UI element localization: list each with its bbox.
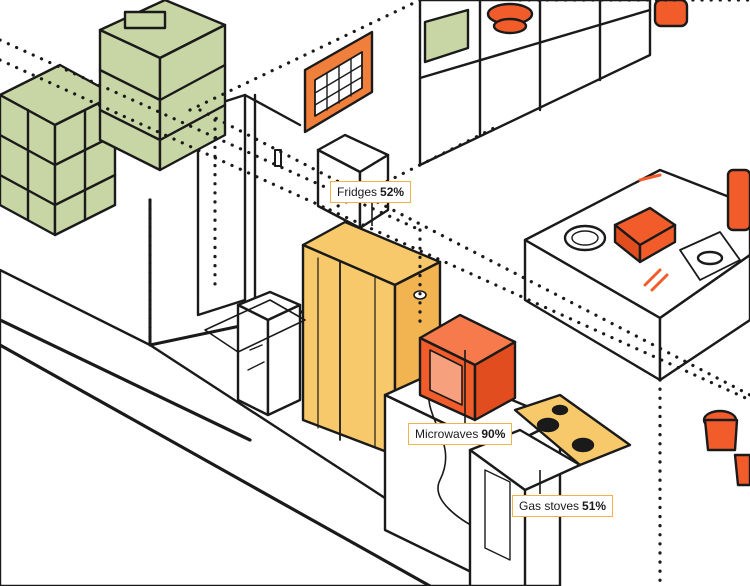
dishwasher bbox=[236, 290, 302, 417]
callout-fridges-percent: 52% bbox=[380, 185, 405, 199]
callout-fridges-name: Fridges bbox=[337, 185, 378, 199]
callout-microwaves-percent: 90% bbox=[481, 427, 506, 441]
callout-gas-stoves-percent: 51% bbox=[582, 499, 607, 513]
wall-calendar bbox=[303, 30, 374, 134]
gas-stove bbox=[468, 393, 632, 586]
callout-gas-stoves-name: Gas stoves bbox=[519, 499, 580, 513]
floor-mat bbox=[204, 299, 306, 353]
doorway bbox=[196, 93, 302, 317]
green-shelving-right bbox=[98, 0, 227, 172]
microwave bbox=[418, 313, 517, 422]
callout-microwaves-name: Microwaves bbox=[415, 427, 479, 441]
fridge bbox=[301, 220, 442, 457]
kitchen-island bbox=[523, 168, 750, 382]
orange-cups bbox=[702, 409, 750, 487]
upper-cabinets bbox=[418, 0, 689, 167]
green-shelving-left bbox=[0, 63, 117, 237]
